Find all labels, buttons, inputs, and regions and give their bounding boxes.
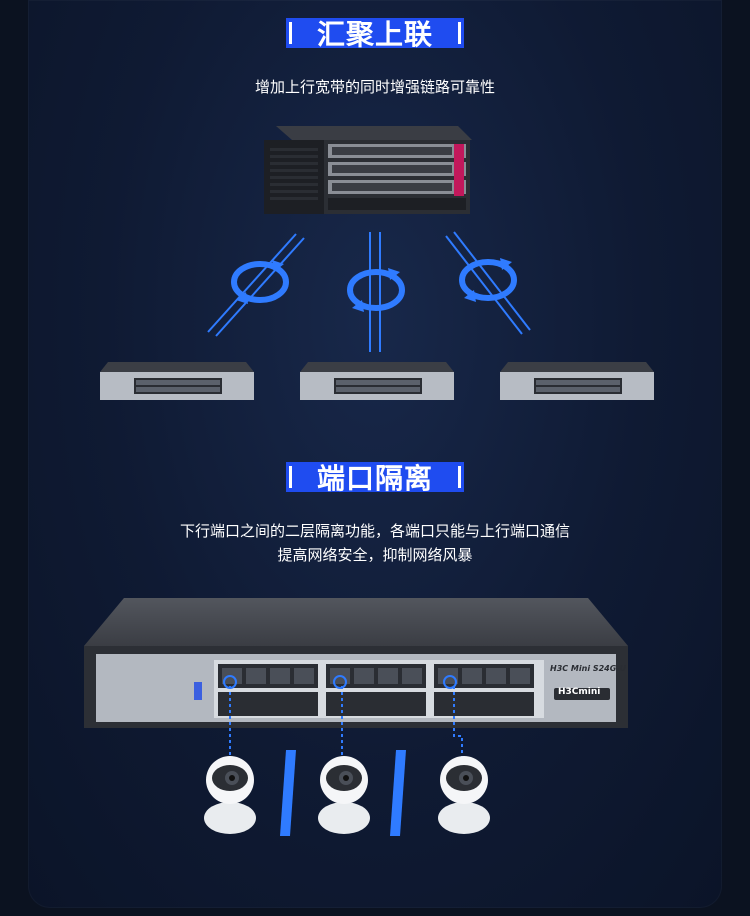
sync-arrows-icon (231, 260, 289, 304)
camera-links (229, 686, 463, 760)
section1-title-tag: 汇聚上联 (286, 18, 464, 51)
isolation-divider (390, 750, 406, 836)
section2-title-tag: 端口隔离 (286, 462, 464, 495)
h3c-mini-switch-image (84, 598, 628, 728)
section2-subtitle-line2: 提高网络安全，抑制网络风暴 (277, 546, 473, 564)
section1-title: 汇聚上联 (316, 18, 433, 51)
section1-subtitle: 增加上行宽带的同时增强链路可靠性 (254, 78, 495, 96)
sync-arrows-icon (347, 268, 405, 312)
uplink-lines (207, 231, 531, 352)
access-switch-image (100, 362, 254, 400)
access-switch-image (500, 362, 654, 400)
access-switch-image (300, 362, 454, 400)
camera-icon (318, 756, 370, 834)
core-chassis-switch-image (264, 126, 472, 214)
device-brand-logo: H3Cmini (558, 687, 601, 697)
camera-icon (438, 756, 490, 834)
section2-subtitle-line1: 下行端口之间的二层隔离功能，各端口只能与上行端口通信 (179, 522, 570, 540)
isolation-divider (280, 750, 296, 836)
camera-icon (204, 756, 256, 834)
device-model-label: H3C Mini S24G-U (550, 664, 627, 673)
section2-title: 端口隔离 (316, 462, 433, 495)
sync-arrows-icon (459, 258, 517, 302)
